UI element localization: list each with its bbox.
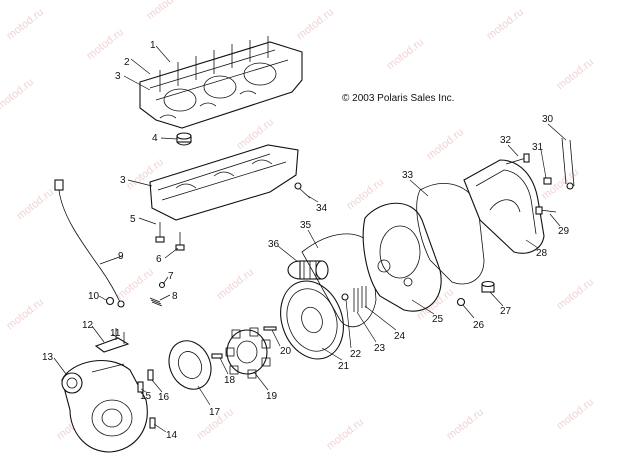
callout-23: 23 xyxy=(374,343,386,354)
callout-18: 18 xyxy=(224,375,236,386)
dowel-part-23 xyxy=(353,288,359,312)
callout-34: 34 xyxy=(316,203,328,214)
nut-part-31 xyxy=(543,177,552,185)
watermark: motod.ru xyxy=(484,6,526,42)
callout-20: 20 xyxy=(280,346,292,357)
callout-33: 33 xyxy=(402,170,414,181)
callout-1: 1 xyxy=(150,40,156,51)
callout-36: 36 xyxy=(268,239,280,250)
callout-28: 28 xyxy=(536,248,548,259)
callout-3: 3 xyxy=(115,71,121,82)
callout-24: 24 xyxy=(394,331,406,342)
stator-part-19 xyxy=(225,327,271,379)
crankcase-bolt xyxy=(155,222,185,251)
bolt-part-32 xyxy=(505,153,530,165)
callout-16: 16 xyxy=(158,392,170,403)
watermark: motod.ru xyxy=(554,276,596,312)
callout-21: 21 xyxy=(338,361,350,372)
pump-housing-part-13 xyxy=(61,360,148,453)
callout-15: 15 xyxy=(140,391,152,402)
stator-plate-part-17 xyxy=(168,340,212,390)
plug-part-27 xyxy=(481,280,495,293)
watermark: motod.ru xyxy=(384,36,426,72)
callout-35: 35 xyxy=(300,220,312,231)
callout-27: 27 xyxy=(500,306,512,317)
callout-9: 9 xyxy=(118,251,124,262)
outer-cover-part-28 xyxy=(463,159,545,254)
callout-32: 32 xyxy=(500,135,512,146)
watermark: motod.ru xyxy=(114,266,156,302)
callout-12: 12 xyxy=(82,320,94,331)
watermark: motod.ru xyxy=(214,266,256,302)
starter-drive-part-36 xyxy=(287,260,329,280)
callout-6: 6 xyxy=(156,254,162,265)
bolt-part-16 xyxy=(147,369,154,381)
washer-part-26 xyxy=(456,297,466,307)
watermark: motod.ru xyxy=(84,26,126,62)
callout-4: 4 xyxy=(152,133,158,144)
inner-cover-part-25 xyxy=(362,202,442,312)
callout-30: 30 xyxy=(542,114,554,125)
upper-crankcase xyxy=(139,36,303,129)
watermark: motod.ru xyxy=(324,416,366,452)
flywheel-part-21 xyxy=(280,280,344,360)
watermark: motod.ru xyxy=(144,0,186,22)
callout-8: 8 xyxy=(172,291,178,302)
watermark: motod.ru xyxy=(294,6,336,42)
callout-29: 29 xyxy=(558,226,570,237)
bracket-part-12 xyxy=(94,328,130,353)
callout-13: 13 xyxy=(42,352,54,363)
washer-part-22 xyxy=(341,293,349,301)
bolt-part-29 xyxy=(535,206,557,215)
gasket-part-33 xyxy=(416,183,485,285)
callout-2: 2 xyxy=(124,57,130,68)
bolt-part-15 xyxy=(137,381,144,393)
washer-part-10 xyxy=(105,296,115,306)
callout-31: 31 xyxy=(532,142,544,153)
watermark: motod.ru xyxy=(4,6,46,42)
watermark: motod.ru xyxy=(14,186,56,222)
watermark: motod.ru xyxy=(554,396,596,432)
bushing-part-4 xyxy=(176,132,192,146)
watermark: motod.ru xyxy=(554,56,596,92)
callout-11: 11 xyxy=(110,328,121,339)
bolt-part-14 xyxy=(149,417,156,429)
callout-22: 22 xyxy=(350,349,362,360)
leader-lines xyxy=(53,45,567,433)
watermark: motod.ru xyxy=(444,406,486,442)
watermark: motod.ru xyxy=(4,296,46,332)
callout-7: 7 xyxy=(168,271,174,282)
lower-crankcase xyxy=(149,144,299,221)
watermark: motod.ru xyxy=(0,76,36,112)
callout-25: 25 xyxy=(432,314,444,325)
pin-part-20 xyxy=(263,326,277,331)
fitting-part-30 xyxy=(561,137,575,190)
spring-part-8 xyxy=(149,297,163,307)
bolt-part-34 xyxy=(294,182,311,199)
copyright-text: © 2003 Polaris Sales Inc. xyxy=(342,93,454,104)
callout-10: 10 xyxy=(88,291,100,302)
callout-14: 14 xyxy=(166,430,178,441)
callout-19: 19 xyxy=(266,391,278,402)
sensor-cable-part-9 xyxy=(54,179,125,308)
callout-3-lower: 3 xyxy=(120,175,126,186)
dowel-part-24 xyxy=(361,286,367,308)
callout-labels: 1 2 3 4 3 5 6 7 8 9 10 11 12 13 14 15 16… xyxy=(42,40,570,441)
screw-part-18 xyxy=(211,353,223,359)
watermark: motod.ru xyxy=(424,126,466,162)
cylinder-stud xyxy=(159,36,269,92)
callout-26: 26 xyxy=(473,320,485,331)
callout-5: 5 xyxy=(130,214,136,225)
callout-17: 17 xyxy=(209,407,221,418)
